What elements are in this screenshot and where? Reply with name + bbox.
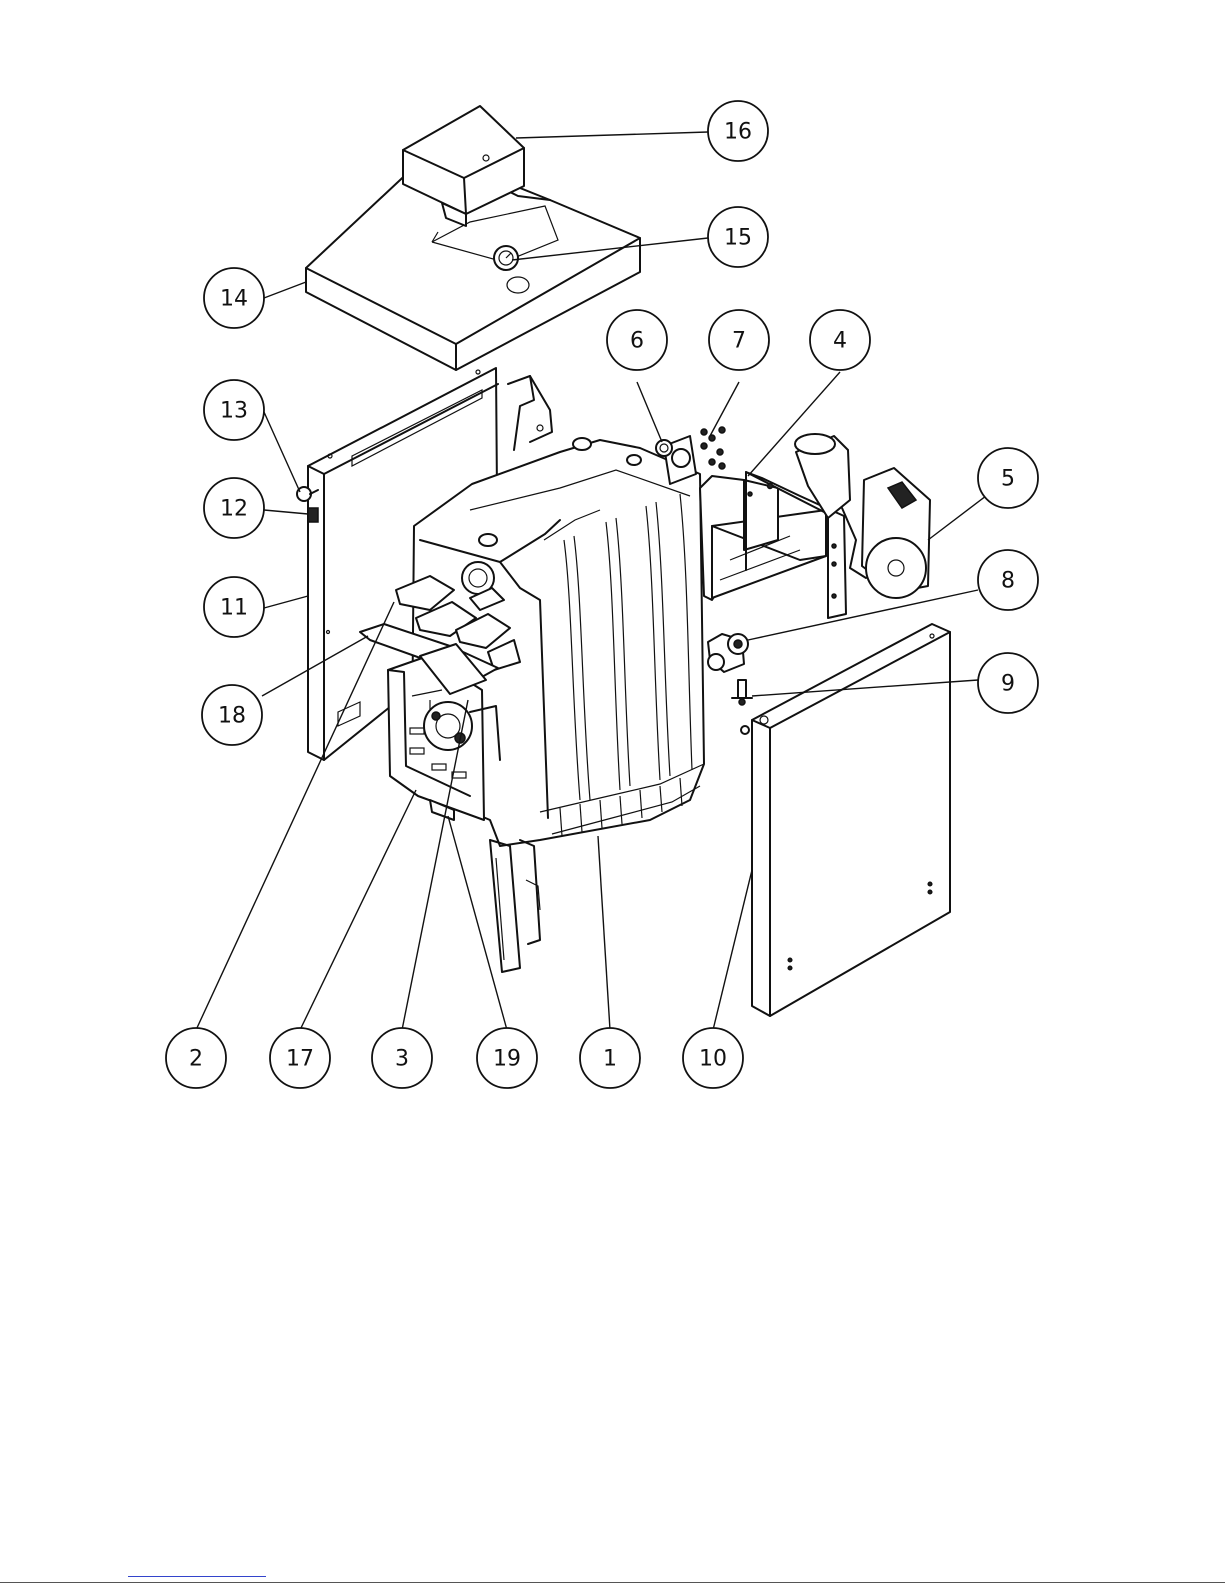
callout-18: 18: [202, 685, 262, 745]
callout-label: 3: [395, 1047, 409, 1072]
right-side-panel: [741, 624, 950, 1016]
callout-3: 3: [372, 1028, 432, 1088]
callout-label: 12: [220, 497, 248, 522]
callout-label: 4: [833, 329, 847, 354]
callout-label: 5: [1001, 467, 1015, 492]
footer-link-underline: [128, 1576, 266, 1577]
callout-label: 19: [493, 1047, 521, 1072]
return-connector: [708, 634, 748, 672]
callout-label: 13: [220, 399, 248, 424]
callout-label: 7: [732, 329, 746, 354]
door-hinge: [308, 508, 318, 522]
callout-2: 2: [166, 1028, 226, 1088]
callout-17: 17: [270, 1028, 330, 1088]
callout-4: 4: [810, 310, 870, 370]
callout-16: 16: [708, 101, 768, 161]
footer-rule: [0, 1582, 1225, 1583]
callout-label: 15: [724, 226, 752, 251]
callout-12: 12: [204, 478, 264, 538]
callout-8: 8: [978, 550, 1038, 610]
callout-15: 15: [708, 207, 768, 267]
callout-label: 16: [724, 120, 752, 145]
callout-label: 18: [218, 704, 246, 729]
callout-label: 1: [603, 1047, 617, 1072]
callout-14: 14: [204, 268, 264, 328]
callout-label: 11: [220, 596, 248, 621]
callout-label: 6: [630, 329, 644, 354]
callout-7: 7: [709, 310, 769, 370]
callout-10: 10: [683, 1028, 743, 1088]
callout-5: 5: [978, 448, 1038, 508]
callout-label: 8: [1001, 569, 1015, 594]
callout-label: 2: [189, 1047, 203, 1072]
callout-9: 9: [978, 653, 1038, 713]
callout-label: 9: [1001, 672, 1015, 697]
callout-19: 19: [477, 1028, 537, 1088]
pressure-gauge: [494, 246, 518, 270]
callout-6: 6: [607, 310, 667, 370]
callout-13: 13: [204, 380, 264, 440]
callout-label: 14: [220, 287, 248, 312]
rear-bracket: [508, 376, 552, 450]
callout-1: 1: [580, 1028, 640, 1088]
drain-valve: [732, 680, 752, 705]
callout-label: 10: [699, 1047, 727, 1072]
callout-label: 17: [286, 1047, 314, 1072]
callout-11: 11: [204, 577, 264, 637]
